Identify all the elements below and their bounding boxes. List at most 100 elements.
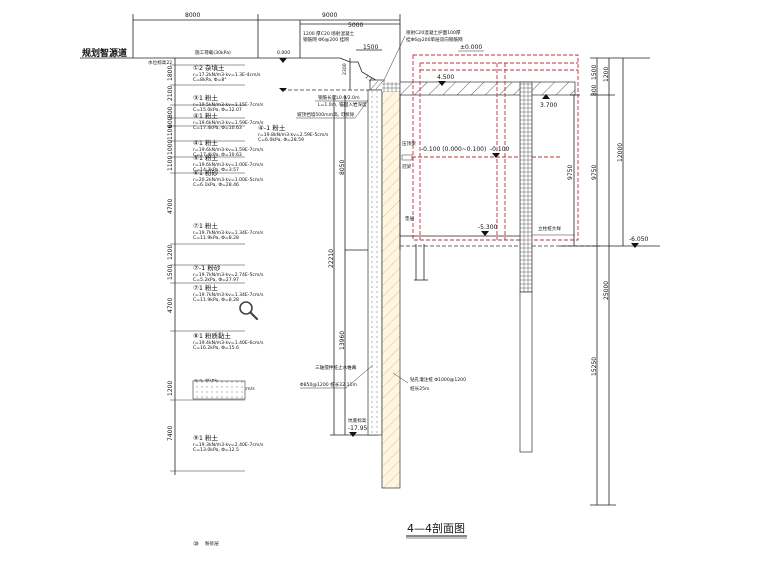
stratum-params-2: C=6.0kPa, Φ=28.59: [258, 137, 304, 143]
stratum-params-1: r=19.6kN/m3·kv=1.59E-7cm/s: [193, 120, 264, 126]
anchor-note-1: 钢筋长度L0.0/2.0m: [318, 94, 360, 101]
strata-thickness-dim: 7400: [167, 426, 174, 441]
slab-top-elevation: 4.500: [437, 74, 454, 81]
strata-thickness-dim: 2100: [167, 86, 174, 101]
stratum-params-1: r=19.7kN/m3·kv=1.34E-7cm/s: [193, 230, 264, 236]
stratum-params-2: C=11.9kPa, Φ=8.28: [193, 235, 239, 241]
slope-height: 2300: [342, 63, 348, 75]
stratum-label: ⑦-1 粉砂r=19.7kN/m3·kv=2.74E-5cm/sC=5.2kPa…: [193, 263, 264, 283]
stratum-params-1: r=17.2kN/m3·kv=1.3E-4cm/s: [193, 72, 261, 78]
dim-slab-gap-3: 1200: [603, 67, 610, 82]
stratum-id: ⑦1 粉土: [193, 283, 219, 292]
bored-pile-wall: [381, 89, 401, 489]
leader-surface-protection: [383, 35, 406, 81]
right-dimension-lines: [560, 57, 660, 506]
dim-wall-upper: 8050: [339, 160, 346, 175]
stratum-params-1: r=20.2kN/m3·kv=1.00E-5cm/s: [193, 177, 264, 183]
column-label: 立柱桩大样: [538, 225, 561, 232]
slab-bottom-elevation: 3.700: [540, 102, 557, 109]
floor-level-note: -0.100 (0.000~0.100): [421, 146, 486, 153]
wall-top-label: 压顶梁: [402, 140, 416, 147]
hidden-structure-lines: [412, 54, 579, 241]
floor-level-mark: -0.100: [490, 146, 510, 153]
stratum-params-2: C=5.2kPa, Φ=27.97: [193, 277, 239, 283]
stratum-params-2: C=16.2kPa, Φ=15.6: [193, 345, 239, 351]
strata-thickness-dim: 600: [167, 116, 174, 128]
stratum-params-2: C=8kPa, Φ=8°: [193, 77, 227, 83]
dim-slab-gap-1: 1500: [591, 65, 598, 80]
stratum-id: ④1 粉土: [193, 138, 219, 147]
dim-right-span: 9000: [322, 12, 337, 19]
ground-level-mark: 0.000: [277, 50, 290, 56]
stratum-label: ⑥1 粉砂r=20.2kN/m3·kv=1.00E-5cm/sC=6.1kPa,…: [193, 168, 264, 188]
stratum-label: ④1 粉土r=19.6kN/m3·kv=1.59E-7cm/sC=17.4kPa…: [193, 138, 264, 158]
strata-thickness-dim: 1200: [167, 381, 174, 396]
strata-thickness-dim: 4700: [167, 298, 174, 313]
dim-pile-upper: 9750: [591, 165, 598, 180]
stratum-id: ⑤1 粉土: [193, 153, 219, 162]
road-label: 规划智源道: [82, 47, 127, 59]
lattice-column: [519, 81, 533, 293]
datum-level-mark: ±0.000: [460, 44, 482, 51]
basement-bottom-elevation: -5.300: [478, 224, 498, 231]
ground-level-triangle-icon: [279, 58, 287, 63]
stratum-params-2: C=11.9kPa, Φ=8.28: [193, 297, 239, 303]
stratum-params-2: C=17.4kPa, Φ=10.63: [193, 125, 242, 131]
stratum-params-1: r=19.7kN/m3·kv=2.74E-5cm/s: [193, 272, 264, 278]
strata-bottom-name: 粉砂层: [205, 540, 219, 547]
stratum-params-1: r=19.6kN/m3·kv=1.59E-7cm/s: [193, 147, 264, 153]
dim-slope-width: 1500: [363, 44, 378, 51]
strata-thickness-dim: 1100: [167, 156, 174, 171]
stratum-params-1: r=19.8kN/m3·kv=2.59E-5cm/s: [258, 132, 329, 138]
stratum-label: ⑦1 粉土r=19.7kN/m3·kv=1.34E-7cm/sC=11.9kPa…: [193, 283, 264, 303]
surface-protection-note-1: 喷射C20混凝土护面100厚: [406, 29, 461, 36]
surface-protection-note-2: 挂Φ6@200单层双向钢筋网: [406, 36, 463, 43]
stratum-id: ④-1 粉土: [258, 123, 286, 132]
strata-thickness-dim: 1500: [167, 265, 174, 280]
stratum-label: ④1 粉土r=19.6kN/m3·kv=1.59E-7cm/sC=17.4kPa…: [193, 111, 264, 131]
bored-pile-note-2: 桩长25m: [410, 385, 430, 392]
strata-thickness-dim: 1800: [167, 66, 174, 81]
stratum-id: ④1 粉土: [193, 111, 219, 120]
strata-thickness-dim: 800: [167, 106, 174, 118]
stratum-params-1: r=19.4kN/m3·kv=1.40E-6cm/s: [193, 340, 264, 346]
mixing-pile-curtain: [367, 89, 383, 436]
top-dimension-lines: [132, 14, 401, 100]
strata-thickness-dim: 1100: [167, 125, 174, 140]
anchor-note-2: L=1.0m, 锚固入岩深度: [318, 101, 367, 108]
right-ground-elevation: -6.050: [629, 236, 649, 243]
strata-thickness-dim: 4700: [167, 199, 174, 214]
column-pile: [519, 291, 533, 453]
dim-total-height: 12000: [617, 143, 624, 162]
capping-beam: [382, 82, 400, 92]
strata-thickness-dim: 1000: [167, 140, 174, 155]
dim-inner-span: 5000: [348, 22, 363, 29]
strata-thickness-dim: 1200: [167, 245, 174, 260]
stratum-id: ①2 杂填土: [193, 63, 225, 72]
stratum-label: ⑨1 粉土r=19.3kN/m3·kv=2.40E-7cm/sC=13.0kPa…: [193, 433, 264, 453]
stratum-label: ⑧1 粉质黏土r=19.4kN/m3·kv=1.40E-6cm/sC=16.2k…: [193, 331, 264, 351]
stratum-label: ③1 粉土r=19.5kN/m3·kv=1.15E-7cm/sC=15.0kPa…: [193, 93, 264, 113]
strata-bottom-id: ⑩: [193, 540, 199, 548]
dim-pile-lower: 15250: [591, 357, 598, 376]
wall-bottom-elevation: -17.950: [348, 425, 371, 432]
stratum-params-2: C=17.4kPa, Φ=10.63: [193, 152, 242, 158]
stratum-id: ⑦-1 粉砂: [193, 263, 221, 272]
dim-wall-total: 22210: [328, 249, 335, 268]
slope-note-2: 钢筋网 Φ6@200 挂网: [303, 36, 349, 43]
bored-pile-note-1: 钻孔灌注桩 Φ1000@1200: [410, 376, 466, 383]
stratum-label: ⑤1 粉土r=19.6kN/m3·kv=1.00E-7cm/sC=14.3kPa…: [193, 153, 264, 173]
dim-pile-total: 25000: [603, 281, 610, 300]
dim-left-span: 8000: [185, 12, 200, 19]
stratum-params-2: C=15.0kPa, Φ=12.07: [193, 107, 242, 113]
stratum-params-1: r=19.6kN/m3·kv=1.00E-7cm/s: [193, 162, 264, 168]
bottom-label: 坑底标高: [348, 417, 367, 424]
ground-load-note: 施工荷载(30kPa): [195, 49, 231, 56]
stratum-params-2: C=6.1kPa, Φ=28.46: [193, 182, 239, 188]
zoom-magnifier-button[interactable]: [239, 301, 259, 321]
stratum-hatched-block: [192, 380, 246, 400]
stratum-label: ④-1 粉土r=19.8kN/m3·kv=2.59E-5cm/sC=6.0kPa…: [258, 123, 329, 143]
